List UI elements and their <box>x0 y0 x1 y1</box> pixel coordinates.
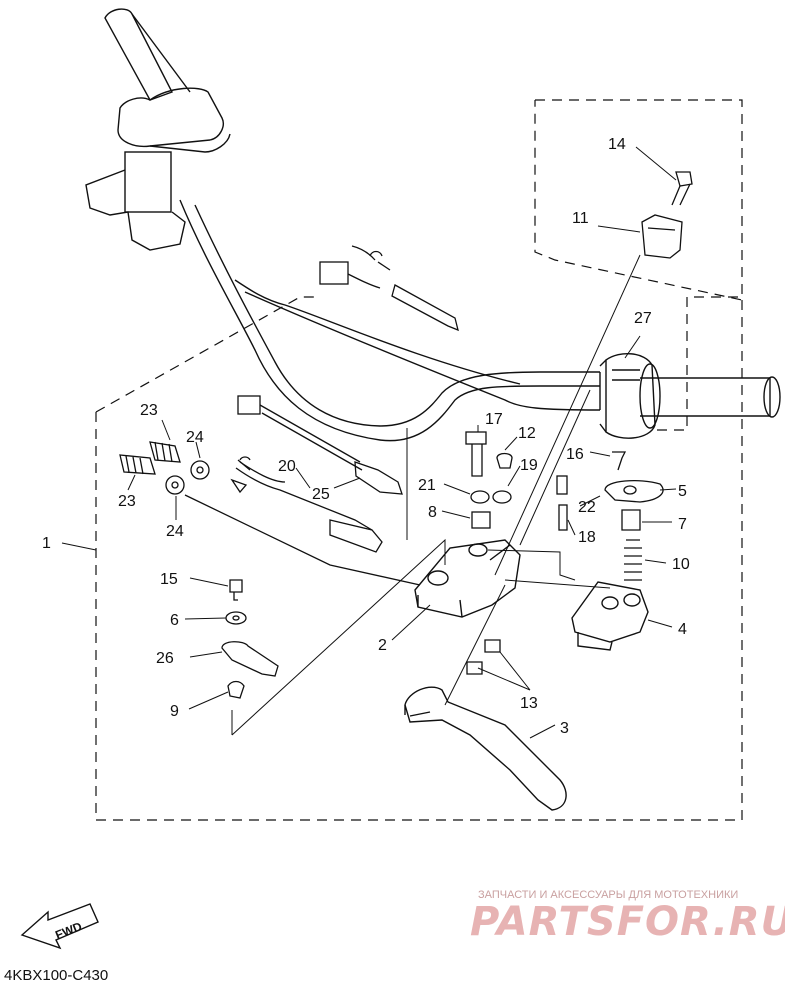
callout-6: 6 <box>170 612 179 629</box>
handlebar <box>85 8 781 442</box>
fwd-arrow-icon: FWD <box>20 903 99 950</box>
callout-19: 19 <box>520 457 538 474</box>
callout-27: 27 <box>634 310 652 327</box>
callout-25: 25 <box>312 486 330 503</box>
callout-13: 13 <box>520 695 538 712</box>
assembly-boundaries <box>95 99 743 821</box>
callout-23-bottom: 23 <box>118 493 136 510</box>
callout-8: 8 <box>428 504 437 521</box>
callout-16: 16 <box>566 446 584 463</box>
callout-14: 14 <box>608 136 626 153</box>
callout-24-bottom: 24 <box>166 523 184 540</box>
bolt-14 <box>671 171 693 206</box>
callout-22: 22 <box>578 499 596 516</box>
callout-9: 9 <box>170 703 179 720</box>
connector-top <box>319 245 459 332</box>
callout-26: 26 <box>156 650 174 667</box>
callout-4: 4 <box>678 621 687 638</box>
callout-21: 21 <box>418 477 436 494</box>
switch-housing <box>599 353 661 439</box>
callout-18: 18 <box>578 529 596 546</box>
watermark-tagline: ЗАПЧАСТИ И АКСЕССУАРЫ ДЛЯ МОТОТЕХНИКИ <box>478 889 738 901</box>
callout-20: 20 <box>278 458 296 475</box>
callout-3: 3 <box>560 720 569 737</box>
callout-5: 5 <box>678 483 687 500</box>
small-parts-left <box>221 579 279 699</box>
lever-holder-2 <box>414 539 521 618</box>
small-parts-right <box>556 451 664 581</box>
watermark: ЗАПЧАСТИ И АКСЕССУАРЫ ДЛЯ МОТОТЕХНИКИ PA… <box>470 889 785 945</box>
small-parts-centre <box>465 431 513 675</box>
callout-1: 1 <box>42 535 51 552</box>
callout-24-top: 24 <box>186 429 204 446</box>
callout-17: 17 <box>485 411 503 428</box>
callout-23-top: 23 <box>140 402 158 419</box>
callout-11: 11 <box>572 210 589 227</box>
callout-15: 15 <box>160 571 178 588</box>
lever-holder-4 <box>571 581 649 651</box>
lever-3 <box>404 686 567 811</box>
fwd-label: FWD <box>53 919 84 942</box>
leader-lines <box>61 146 677 739</box>
callout-2: 2 <box>378 637 387 654</box>
callout-labels: 1 2 3 4 5 6 7 8 9 10 11 12 13 14 15 16 1… <box>42 136 690 737</box>
diagram-code: 4KBX100-C430 <box>4 967 108 983</box>
callout-10: 10 <box>672 556 690 573</box>
callout-7: 7 <box>678 516 687 533</box>
bracket-11 <box>641 214 683 259</box>
callout-12: 12 <box>518 425 536 442</box>
watermark-logo: PARTSFOR.RU <box>470 899 785 945</box>
cable-assembly <box>184 395 421 586</box>
adjusters <box>119 441 210 495</box>
